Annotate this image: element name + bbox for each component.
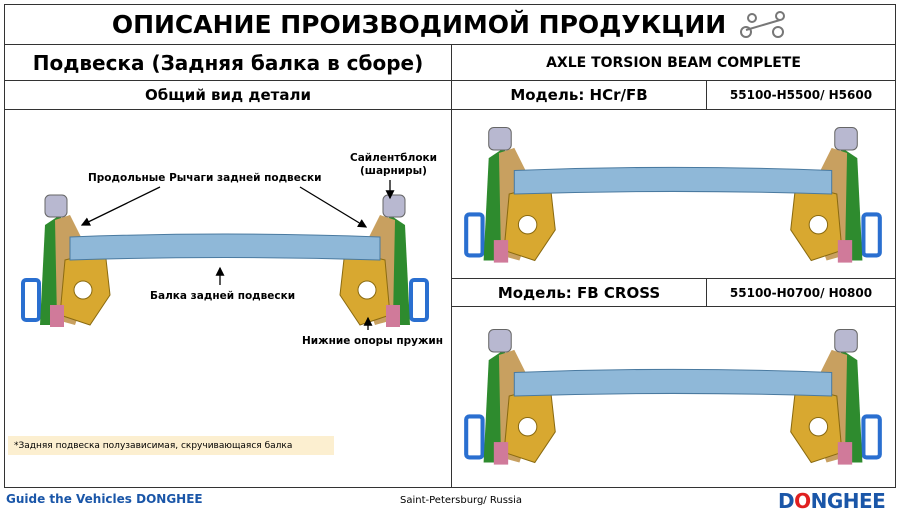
title-text: ОПИСАНИЕ ПРОИЗВОДИМОЙ ПРОДУКЦИИ (111, 10, 727, 39)
beam (513, 368, 833, 397)
footer-slogan: Guide the Vehicles DONGHEE (6, 492, 203, 506)
label-bushings-2: (шарниры) (360, 165, 427, 177)
torsion-beam-image-model-1 (464, 126, 882, 263)
car-chassis-icon (740, 10, 786, 38)
model-1-panel (451, 109, 896, 279)
beam (513, 166, 833, 195)
torsion-beam-image-general (21, 194, 429, 327)
footnote: *Задняя подвеска полузависимая, скручива… (8, 436, 334, 455)
footer-location: Saint-Petersburg/ Russia (400, 495, 523, 506)
label-bushings-1: Сайлентблоки (350, 152, 438, 164)
torsion-beam-image-model-2 (464, 328, 882, 465)
model-2-panel (451, 306, 896, 488)
label-beam: Балка задней подвески (150, 290, 296, 302)
general-view-panel (4, 109, 452, 488)
label-trailing-arms: Продольные Рычаги задней подвески (88, 172, 322, 184)
label-spring-seats: Нижние опоры пружин (302, 335, 444, 347)
beam (69, 233, 381, 261)
donghee-logo: DONGHEE (778, 489, 886, 513)
